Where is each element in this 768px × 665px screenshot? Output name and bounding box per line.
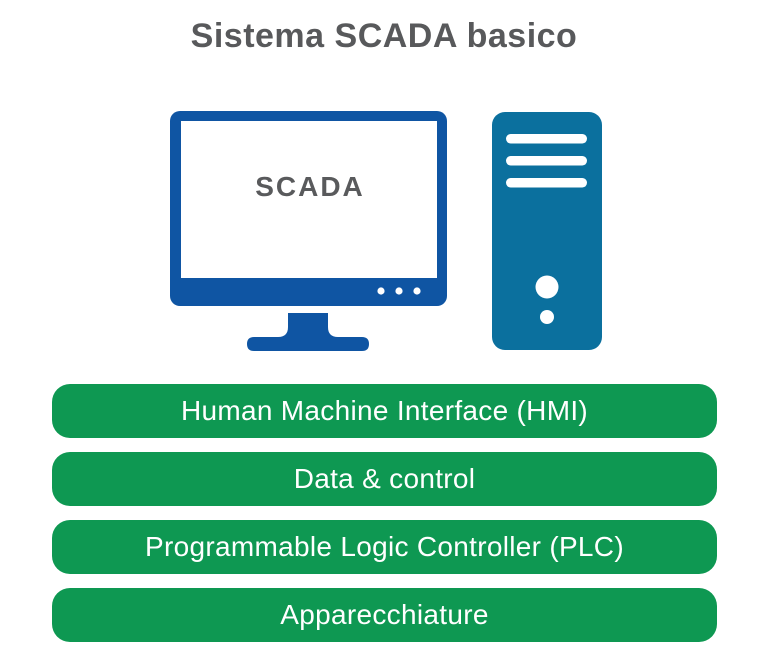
tower-vent-slot <box>506 134 587 144</box>
tower-led-dot <box>540 310 554 324</box>
layer-apparecchiature: Apparecchiature <box>52 588 717 642</box>
page-title: Sistema SCADA basico <box>190 17 578 55</box>
layer-label: Human Machine Interface (HMI) <box>180 395 589 426</box>
scada-layer-stack: Human Machine Interface (HMI) Data & con… <box>52 384 717 642</box>
layer-plc: Programmable Logic Controller (PLC) <box>52 520 717 574</box>
layer-label: Programmable Logic Controller (PLC) <box>145 531 624 562</box>
devices-illustration: SCADA <box>170 111 602 351</box>
monitor-screen <box>181 121 437 278</box>
tower-body <box>492 112 602 350</box>
layer-label: Apparecchiature <box>280 599 489 630</box>
tower-vent-slot <box>506 156 587 166</box>
monitor-indicator-dot <box>413 287 421 295</box>
desktop-monitor-icon: SCADA <box>170 111 447 351</box>
monitor-indicator-dot <box>377 287 385 295</box>
layer-label: Data & control <box>293 463 476 494</box>
tower-power-button <box>535 275 559 299</box>
monitor-indicator-dot <box>395 287 403 295</box>
layer-hmi: Human Machine Interface (HMI) <box>52 384 717 438</box>
monitor-stand <box>247 313 369 351</box>
layer-data-control: Data & control <box>52 452 717 506</box>
monitor-screen-label: SCADA <box>255 171 365 202</box>
tower-vent-slot <box>506 178 587 188</box>
computer-tower-icon <box>492 112 602 350</box>
